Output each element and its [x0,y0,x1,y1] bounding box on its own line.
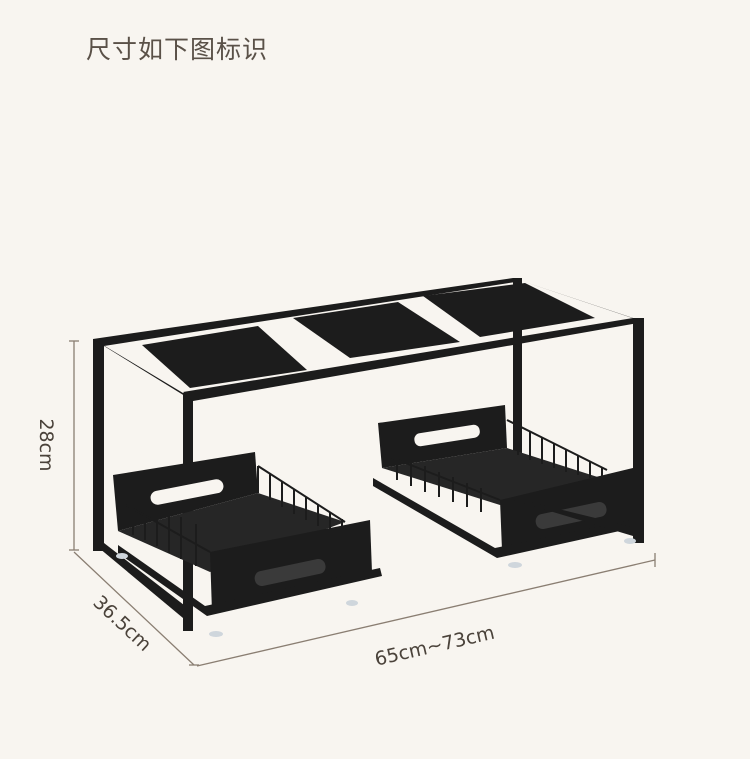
width-dimension-line [196,553,656,667]
back-right-post [513,278,522,506]
page-title: 尺寸如下图标识 [86,35,269,64]
depth-dimension-line [73,551,199,666]
bottom-left-rail [93,543,193,618]
top-left-rail [93,339,193,401]
right-basket [373,405,642,558]
shelf-panel-right [423,283,595,337]
left-basket [113,452,382,616]
depth-label: 36.5cm [89,591,156,656]
right-basket-wires [384,419,608,512]
height-label: 28cm [35,418,57,471]
front-right-post [633,318,644,543]
top-back-rail [93,278,522,346]
height-dimension-line [69,340,79,551]
rack [93,278,644,631]
bottom-right-rail [513,500,644,536]
back-left-post [93,339,104,551]
top-front-rail [183,318,644,401]
shelf-panel-left [142,326,307,388]
shelf-panel-middle [293,302,460,358]
width-label: 65cm~73cm [373,622,497,671]
feet [116,538,636,637]
left-basket-wires [125,465,346,566]
